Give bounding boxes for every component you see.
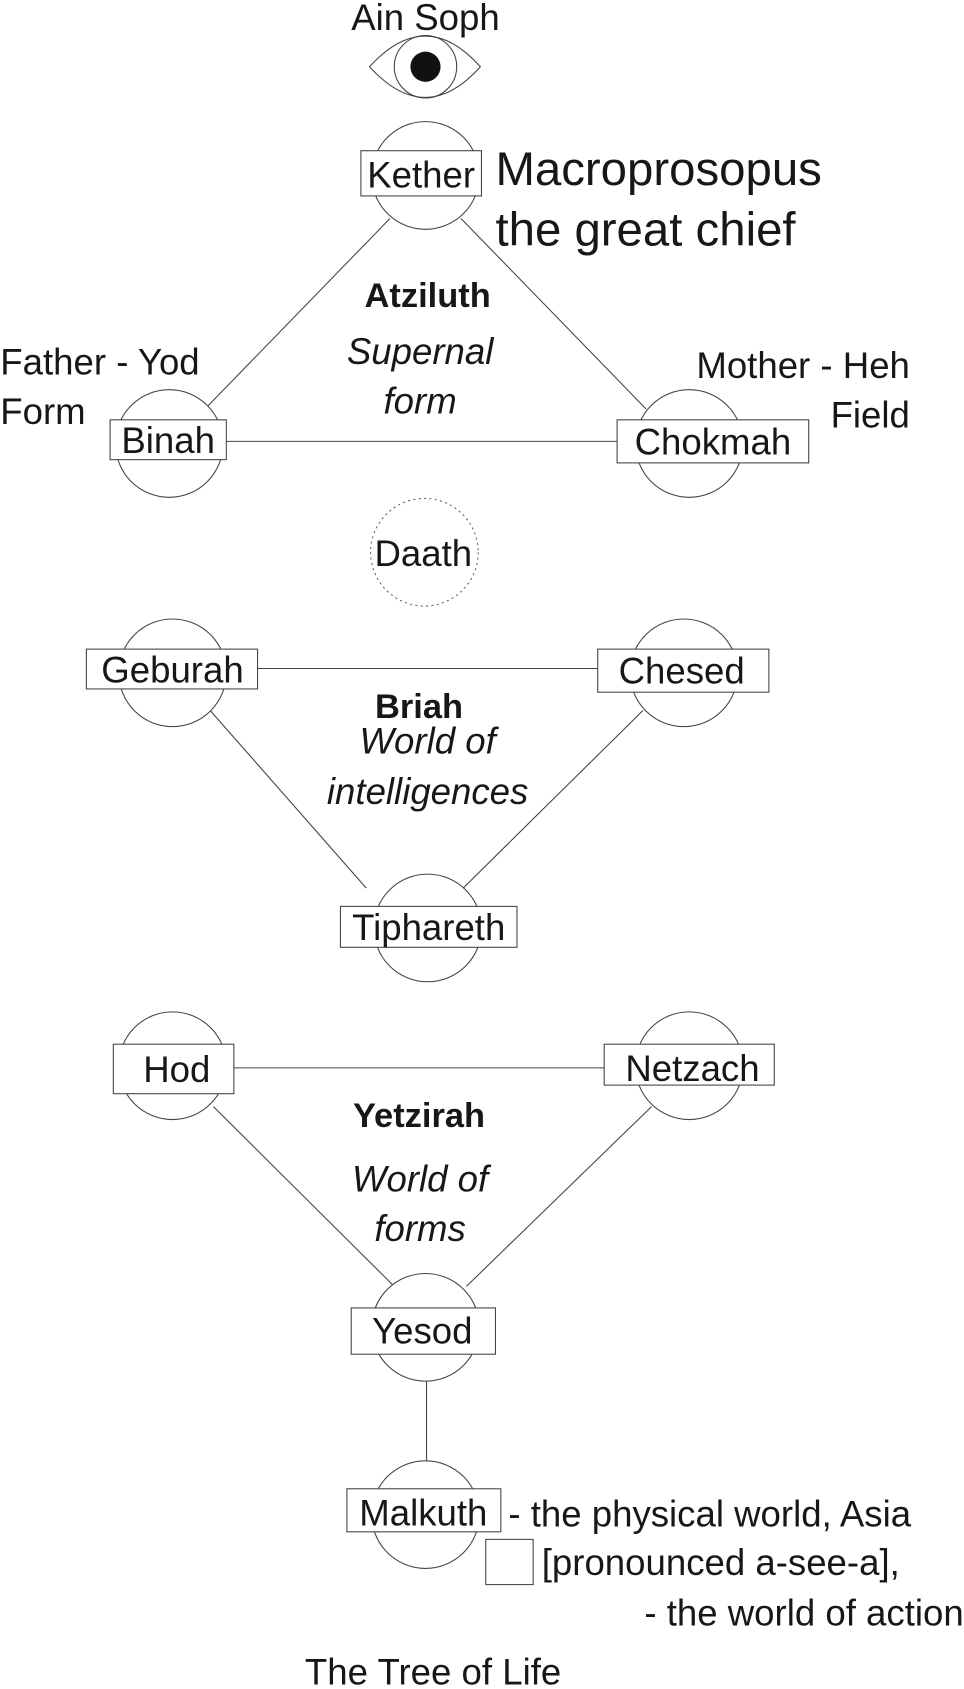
chokmah-note-line2: Field (831, 394, 910, 435)
yesod-label: Yesod (372, 1310, 472, 1351)
malkuth-note-line2: [pronounced a-see-a], (542, 1542, 900, 1583)
empty-glyph-box (485, 1538, 534, 1586)
kether-note-line2: the great chief (495, 203, 796, 256)
malkuth-label: Malkuth (359, 1492, 487, 1533)
sephirah-geburah: Geburah (85, 618, 259, 728)
world-yetzirah-desc2: forms (374, 1208, 465, 1249)
sephirah-daath: Daath (370, 497, 479, 607)
chokmah-note-line1: Mother - Heh (696, 345, 910, 386)
ain-soph-label: Ain Soph (351, 0, 500, 38)
path-chesed-tiphareth (462, 710, 644, 889)
sephirah-hod: Hod (112, 1011, 235, 1121)
malkuth-note-line1: - the physical world, Asia (508, 1493, 911, 1534)
sephirah-chokmah: Chokmah (616, 389, 810, 498)
eye-icon (368, 34, 482, 99)
world-briah-desc1: World of (360, 721, 500, 762)
chesed-label: Chesed (619, 651, 745, 692)
daath-label: Daath (375, 533, 473, 574)
world-atziluth-desc2: form (384, 380, 457, 421)
path-geburah-tiphareth (209, 710, 367, 889)
sephirah-malkuth: Malkuth (346, 1460, 502, 1569)
world-yetzirah-desc1: World of (352, 1159, 492, 1200)
kether-note-line1: Macroprosopus (495, 143, 821, 196)
world-briah-desc2: intelligences (327, 771, 528, 812)
chokmah-label: Chokmah (635, 421, 792, 462)
sephirah-binah: Binah (109, 389, 227, 498)
world-atziluth-title: Atziluth (365, 277, 491, 315)
sephirah-netzach: Netzach (603, 1011, 775, 1121)
sephirah-chesed: Chesed (597, 618, 770, 728)
binah-note-line2: Form (0, 391, 85, 432)
sephirah-yesod: Yesod (350, 1272, 496, 1382)
path-hod-yesod (213, 1106, 395, 1287)
sephirah-kether: Kether (360, 121, 482, 230)
geburah-label: Geburah (101, 649, 243, 690)
hod-label: Hod (143, 1049, 210, 1090)
kether-label: Kether (367, 154, 475, 195)
diagram-title: The Tree of Life (305, 1652, 561, 1689)
path-netzach-yesod (466, 1106, 652, 1287)
world-briah-title: Briah (375, 688, 463, 726)
world-atziluth-desc1: Supernal (347, 331, 494, 372)
binah-label: Binah (121, 420, 215, 461)
binah-note-line1: Father - Yod (0, 342, 199, 383)
world-yetzirah-title: Yetzirah (353, 1097, 485, 1135)
netzach-label: Netzach (625, 1048, 759, 1089)
path-kether-binah (206, 218, 391, 408)
path-kether-chokmah (460, 218, 647, 410)
tiphareth-label: Tiphareth (352, 907, 505, 948)
sephirah-tiphareth: Tiphareth (339, 873, 518, 983)
malkuth-note-line3: - the world of action (644, 1592, 963, 1633)
